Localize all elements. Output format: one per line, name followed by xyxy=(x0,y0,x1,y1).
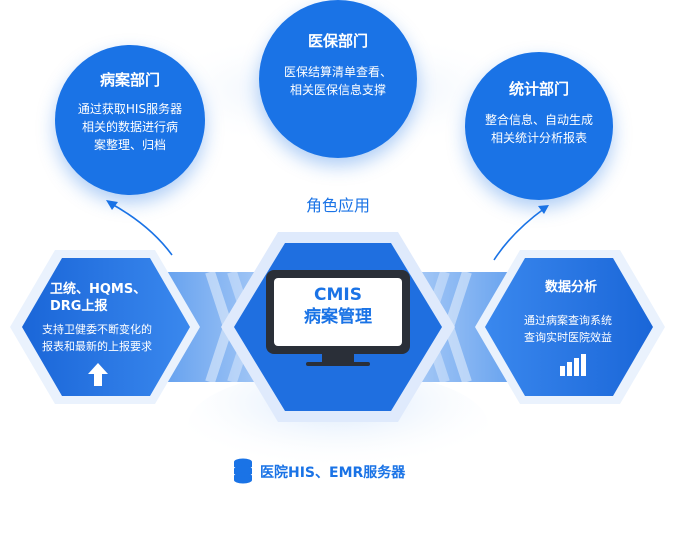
dept-desc-line: 整合信息、自动生成 xyxy=(484,113,593,127)
server-label: 医院HIS、EMR服务器 xyxy=(260,465,406,481)
center-title-line1: CMIS xyxy=(314,285,362,305)
dept-desc-line: 相关统计分析报表 xyxy=(490,131,587,145)
dept-circle-insurance: 医保部门 医保结算清单查看、 相关医保信息支撑 xyxy=(259,0,417,158)
dept-circle-medical-records: 病案部门 通过获取HIS服务器 相关的数据进行病 案整理、归档 xyxy=(55,45,205,195)
dept-desc-line: 通过获取HIS服务器 xyxy=(77,102,183,116)
dept-circle-statistics: 统计部门 整合信息、自动生成 相关统计分析报表 xyxy=(465,52,613,200)
left-panel-desc-line: 支持卫健委不断变化的 xyxy=(42,323,152,336)
dept-desc-line: 相关医保信息支撑 xyxy=(289,83,386,97)
upload-icon xyxy=(88,363,108,386)
monitor-neck xyxy=(322,354,354,362)
bar-chart-icon xyxy=(560,354,586,376)
left-panel-desc: 支持卫健委不断变化的 报表和最新的上报要求 xyxy=(42,321,177,355)
right-panel-desc-line: 通过病案查询系统 xyxy=(524,314,612,327)
left-panel-title-line: DRG上报 xyxy=(50,299,108,314)
dept-desc-line: 医保结算清单查看、 xyxy=(283,65,392,79)
center-title: CMIS 病案管理 xyxy=(274,284,402,328)
left-hexagon xyxy=(22,258,190,396)
database-icon xyxy=(234,458,252,484)
arrow-head-right xyxy=(538,205,549,214)
dept-title: 病案部门 xyxy=(99,71,160,89)
dept-desc-line: 相关的数据进行病 xyxy=(81,120,178,134)
right-panel-desc-line: 查询实时医院效益 xyxy=(524,331,612,344)
left-panel-desc-line: 报表和最新的上报要求 xyxy=(42,340,152,353)
arrow-head-left xyxy=(106,200,118,210)
center-title-line2: 病案管理 xyxy=(304,307,372,327)
bottom-glow xyxy=(188,370,488,480)
role-label: 角色应用 xyxy=(305,196,370,215)
left-panel-title: 卫统、HQMS、 DRG上报 xyxy=(50,281,170,315)
left-panel-title-line: 卫统、HQMS、 xyxy=(50,282,147,297)
right-panel-desc: 通过病案查询系统 查询实时医院效益 xyxy=(524,312,634,346)
monitor-base xyxy=(306,362,370,366)
dept-desc-line: 案整理、归档 xyxy=(93,138,166,152)
dept-title: 统计部门 xyxy=(508,80,569,98)
right-panel-title: 数据分析 xyxy=(545,280,598,295)
right-hexagon xyxy=(485,258,653,396)
dept-title: 医保部门 xyxy=(307,32,368,50)
arrow-to-right-circle xyxy=(493,207,546,261)
monitor-screen xyxy=(274,278,402,346)
arrow-to-left-circle xyxy=(109,202,173,256)
